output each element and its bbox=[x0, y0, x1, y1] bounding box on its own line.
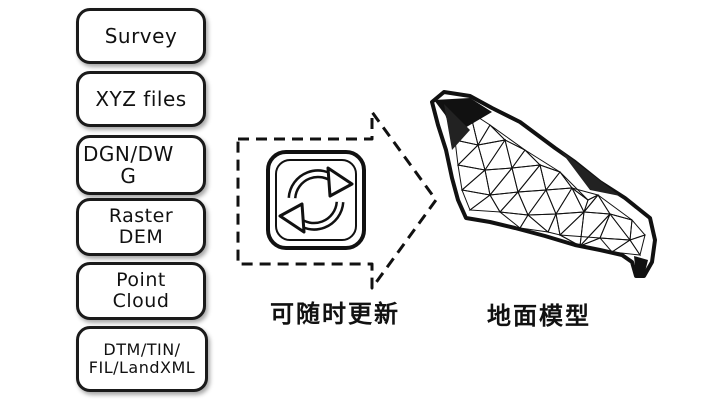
input-label: Point Cloud bbox=[112, 269, 170, 312]
mesh-triangle bbox=[610, 239, 642, 256]
input-box-point-cloud: Point Cloud bbox=[76, 262, 206, 320]
mesh-triangle bbox=[559, 234, 601, 247]
result-label: 地面模型 bbox=[487, 302, 591, 330]
terrain-mesh-icon bbox=[430, 90, 657, 278]
process-label: 可随时更新 bbox=[270, 300, 400, 328]
input-box-survey: Survey bbox=[76, 8, 206, 64]
input-label: DGN/DW G bbox=[83, 142, 174, 188]
input-box-dgn-dwg: DGN/DW G bbox=[76, 135, 206, 195]
refresh-cycle-icon bbox=[266, 150, 366, 250]
input-box-xyz-files: XYZ files bbox=[76, 71, 206, 127]
input-label: Raster DEM bbox=[108, 205, 174, 248]
input-box-dtm-tin-fil-landxml: DTM/TIN/ FIL/LandXML bbox=[76, 326, 208, 392]
input-box-raster-dem: Raster DEM bbox=[76, 198, 206, 256]
dashed-arrow bbox=[236, 110, 438, 290]
input-label: XYZ files bbox=[95, 87, 187, 111]
input-label: DTM/TIN/ FIL/LandXML bbox=[88, 340, 196, 377]
input-label: Survey bbox=[104, 24, 178, 48]
